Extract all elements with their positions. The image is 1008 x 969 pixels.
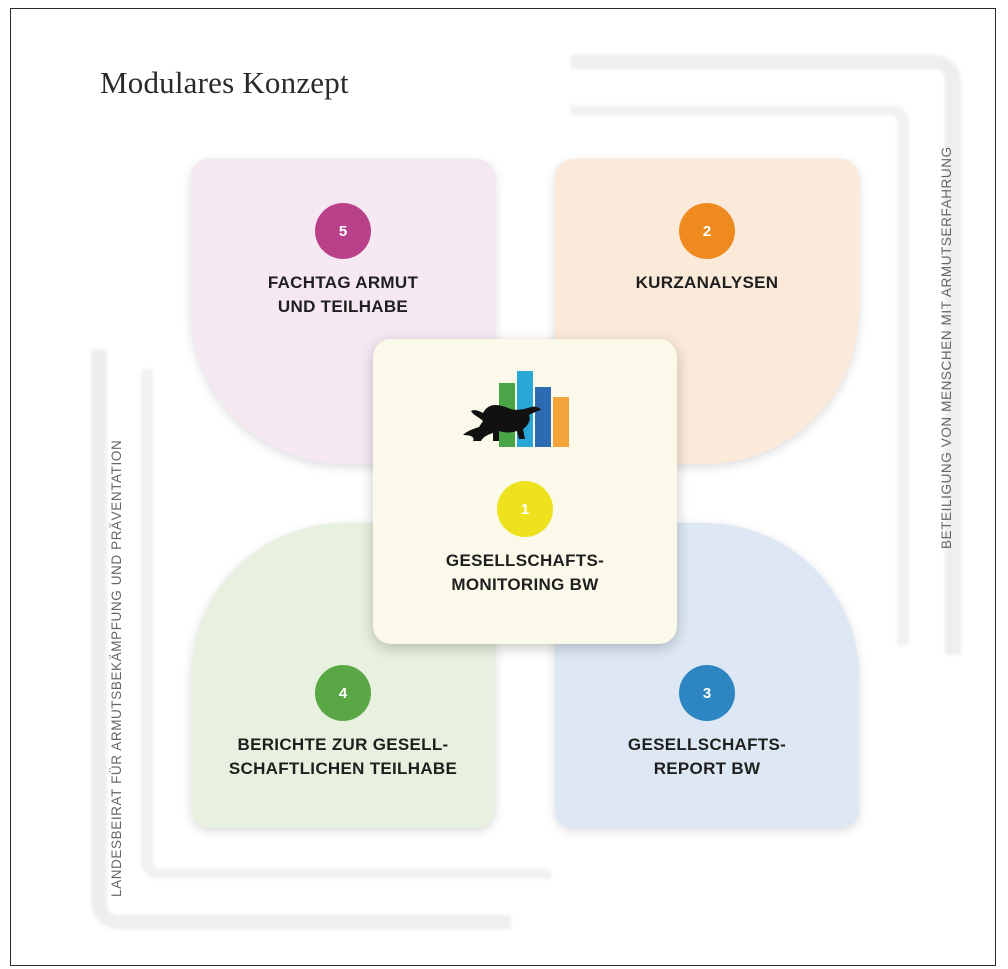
advisory-band-inner — [141, 369, 551, 879]
module-label-2: KURZANALYSEN — [635, 273, 779, 292]
module-label-1: GESELLSCHAFTS- MONITORING BW — [445, 551, 605, 594]
diagram-frame: Modulares Konzept BETEILIGUNG VON MENSCH… — [10, 8, 996, 966]
lion-bar-chart-icon — [459, 369, 589, 456]
module-badge-1: 1 — [497, 481, 553, 537]
side-label-advisory: LANDESBEIRAT FÜR ARMUTSBEKÄMPFUNG UND PR… — [109, 439, 124, 897]
logo-bar-4 — [553, 397, 569, 447]
module-label-5: FACHTAG ARMUT UND TEILHABE — [267, 273, 419, 316]
module-label-3: GESELLSCHAFTS- REPORT BW — [627, 735, 787, 778]
module-label-4: BERICHTE ZUR GESELL- SCHAFTLICHEN TEILHA… — [228, 735, 458, 778]
module-badge-5: 5 — [315, 203, 371, 259]
participation-band — [571, 55, 961, 655]
module-card-1: 1 GESELLSCHAFTS- MONITORING BW — [373, 339, 677, 644]
logo-bar-3 — [535, 387, 551, 447]
module-badge-2: 2 — [679, 203, 735, 259]
advisory-band — [91, 349, 511, 929]
module-badge-3: 3 — [679, 665, 735, 721]
module-badge-4: 4 — [315, 665, 371, 721]
page-title: Modulares Konzept — [100, 65, 349, 100]
logo-lion — [463, 405, 541, 441]
side-label-participation: BETEILIGUNG VON MENSCHEN MIT ARMUTSERFAH… — [939, 146, 954, 549]
participation-band-inner — [571, 105, 909, 645]
